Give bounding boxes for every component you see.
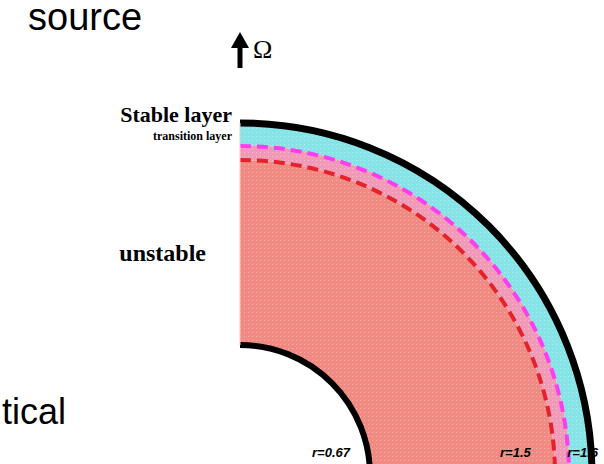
rotation-symbol: Ω xyxy=(253,36,272,65)
slide-heading-fragment: source xyxy=(28,0,142,39)
rotation-arrow-head xyxy=(231,32,249,48)
radius-label: r=1.6 xyxy=(567,446,598,460)
slide-text-fragment: tical xyxy=(2,392,66,432)
red-dashed-boundary xyxy=(240,160,555,464)
axis-line xyxy=(240,123,241,345)
region-name: unstable xyxy=(119,240,206,266)
inner-boundary xyxy=(240,345,370,464)
magenta-dashed-boundary xyxy=(240,146,569,464)
radius-label: r=0.67 xyxy=(312,446,350,460)
layer-name: transition layer xyxy=(153,130,232,143)
radius-label: r=1.5 xyxy=(500,446,531,460)
texture xyxy=(240,123,592,464)
layer-name: Stable layer xyxy=(120,103,232,127)
outer-boundary xyxy=(240,123,592,464)
stable-layer xyxy=(240,123,592,464)
